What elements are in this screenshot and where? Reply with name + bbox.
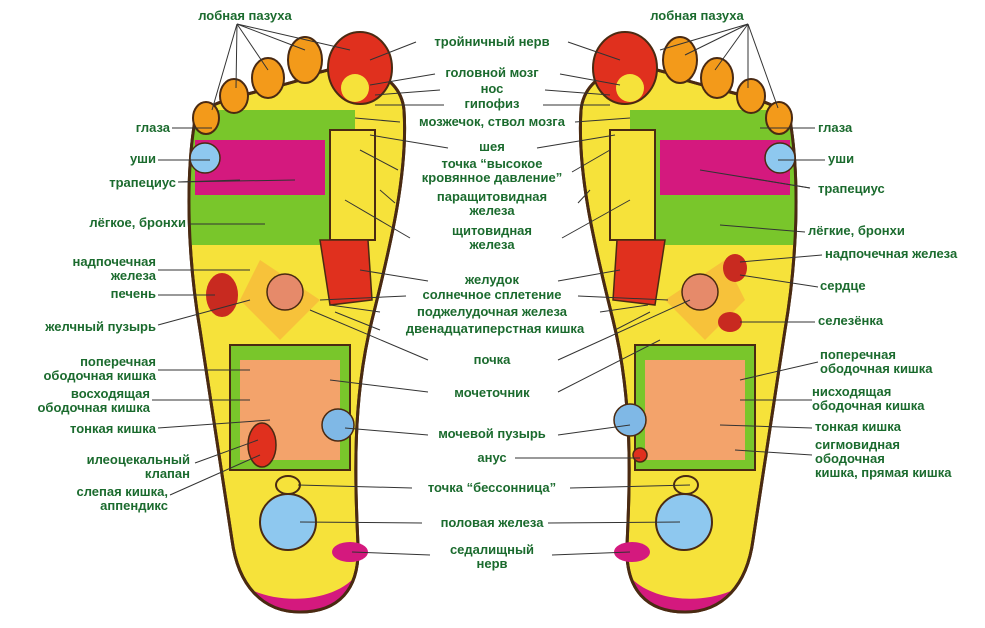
label-left-ileocecal-valve: илеоцекальный клапан [86,452,190,481]
right-toe-3 [700,57,734,99]
right-kidney [681,273,719,311]
left-kidney [266,273,304,311]
label-right-frontal-sinus: лобная пазуха [650,8,744,23]
left-ileocecal [247,422,277,468]
label-parathyroid: паращитовидная железа [436,189,548,218]
label-insomnia-point: точка “бессонница” [427,480,557,495]
right-anus [632,447,648,463]
label-gonad: половая железа [440,515,544,530]
right-toe-5 [765,101,793,135]
label-left-adrenal: надпочечная железа [72,254,156,283]
label-right-eyes: глаза [818,120,853,135]
right-sciatic-zone [614,542,650,562]
left-insomnia-point [275,475,301,495]
right-brain-zone [616,74,644,102]
label-left-small-intestine: тонкая кишка [70,421,156,436]
right-bladder [613,403,647,437]
label-right-small-intestine: тонкая кишка [815,419,901,434]
right-foot [578,31,798,614]
left-sciatic-zone [332,542,368,562]
left-neck-column [329,129,376,241]
label-left-eyes: глаза [135,120,170,135]
right-intestine-inner [645,360,745,460]
label-cerebellum: мозжечок, ствол мозга [419,114,565,129]
label-sciatic-nerve: седалищный нерв [449,542,535,571]
right-toe-4 [736,78,766,114]
label-right-ears: уши [828,151,855,166]
label-solar-plexus: солнечное сплетение [422,287,562,302]
label-right-heart: сердце [820,278,866,293]
label-ureter: мочеточник [454,385,530,400]
label-right-sigmoid-rectum: сигмовидная ободочная кишка, прямая кишк… [815,437,952,480]
label-left-liver: печень [110,286,156,301]
left-toe-3 [251,57,285,99]
label-left-lung: лёгкое, бронхи [89,215,186,230]
label-neck: шея [479,139,505,154]
label-right-descending-colon: нисходящая ободочная кишка [812,384,925,413]
right-spleen [718,312,742,332]
label-stomach: желудок [465,272,519,287]
leader-lines [152,23,825,556]
label-high-blood-pressure-point: точка “высокое кровянное давление” [421,156,563,185]
label-left-trapezius: трапециус [109,175,176,190]
left-liver [206,273,238,317]
left-toe-5 [192,101,220,135]
label-duodenum: двенадцатиперстная кишка [405,321,585,336]
label-trigeminal-nerve: тройничный нерв [434,34,550,49]
label-bladder: мочевой пузырь [438,426,546,441]
label-left-ascending-colon: восходящая ободочная кишка [37,386,150,415]
right-neck-column [609,129,656,241]
left-toe-2 [287,36,323,84]
left-brain-zone [341,74,369,102]
label-pituitary: гипофиз [464,96,520,111]
label-brain: головной мозг [445,65,539,80]
right-toe-2 [662,36,698,84]
label-right-trapezius: трапециус [818,181,885,196]
label-right-lungs: лёгкие, бронхи [808,223,905,238]
left-ear-zone [189,142,221,174]
label-right-adrenal: надпочечная железа [825,246,958,261]
label-left-ears: уши [129,151,156,166]
right-stomach-zone [612,239,666,306]
left-toe-4 [219,78,249,114]
left-stomach-zone [319,239,373,306]
label-nose: нос [480,81,504,96]
label-right-spleen: селезёнка [818,313,884,328]
label-left-cecum-appendix: слепая кишка, аппендикс [76,484,168,513]
right-heart [723,254,747,282]
label-thyroid: щитовидная железа [452,223,532,252]
left-bladder [321,408,355,442]
label-right-transverse-colon: поперечная ободочная кишка [820,347,933,376]
label-kidney: почка [473,352,511,367]
label-left-transverse-colon: поперечная ободочная кишка [43,354,156,383]
label-pancreas: поджелудочная железа [417,304,567,319]
right-ear-zone [764,142,796,174]
label-left-frontal-sinus: лобная пазуха [198,8,292,23]
label-anus: анус [477,450,507,465]
label-left-gallbladder: желчный пузырь [45,319,156,334]
